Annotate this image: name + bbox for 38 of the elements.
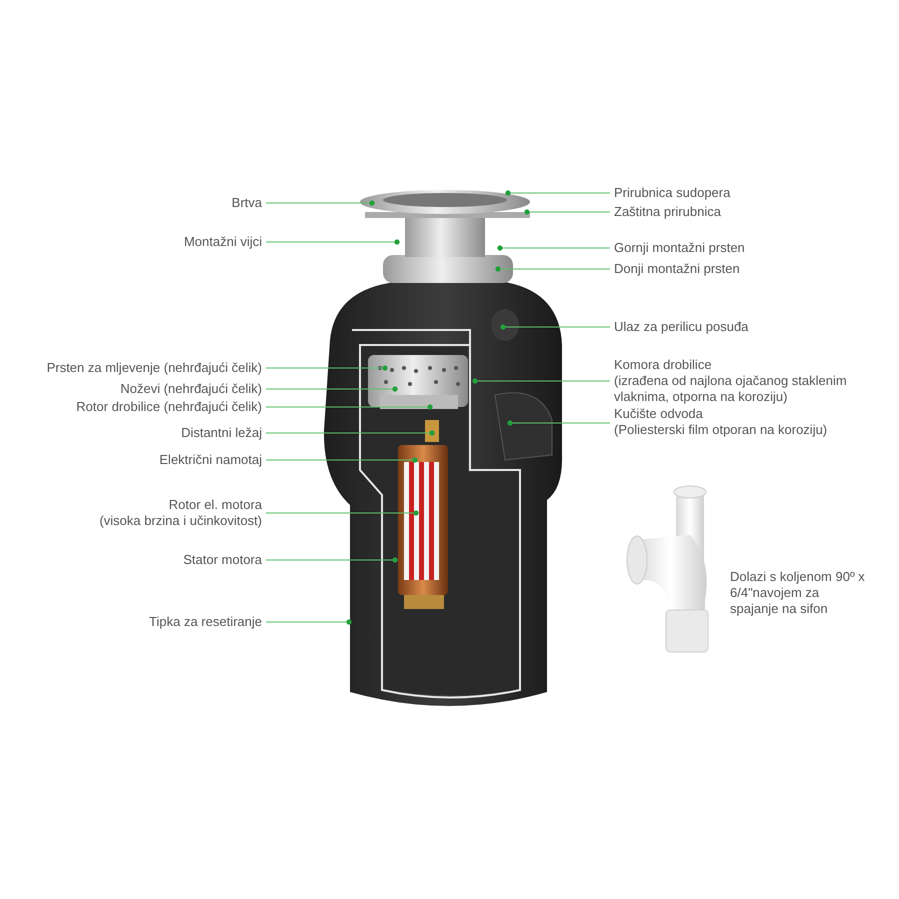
leader-line (266, 557, 398, 563)
callout-label: Tipka za resetiranje (149, 614, 262, 630)
callout-label: Gornji montažni prsten (614, 240, 745, 256)
callout-label: Prirubnica sudopera (614, 185, 730, 201)
callout-label: Rotor drobilice (nehrđajući čelik) (76, 399, 262, 415)
callout-label: Noževi (nehrđajući čelik) (120, 381, 262, 397)
callout-label: Ulaz za perilicu posuđa (614, 319, 748, 335)
leader-line (266, 404, 433, 410)
callout-label: Stator motora (183, 552, 262, 568)
callout-label: Distantni ležaj (181, 425, 262, 441)
leader-line (266, 365, 388, 371)
leader-line (495, 266, 610, 272)
callout-label: Prsten za mljevenje (nehrđajući čelik) (46, 360, 262, 376)
callout-label: Zaštitna prirubnica (614, 204, 721, 220)
callout-label: Montažni vijci (184, 234, 262, 250)
callout-description: (izrađena od najlona ojačanog staklenim vlaknima, otporna na koroziju) (614, 373, 848, 405)
leader-line (505, 190, 610, 196)
callout-label: Brtva (232, 195, 262, 211)
leader-line (524, 209, 610, 215)
leader-line (266, 619, 352, 625)
leader-line (266, 386, 398, 392)
callout-label: Kučište odvoda (614, 406, 704, 422)
leader-line (472, 378, 610, 384)
leader-line (500, 324, 610, 330)
callout-label: Donji montažni prsten (614, 261, 740, 277)
leader-line (266, 457, 418, 463)
leader-line (497, 245, 610, 251)
callout-description: (visoka brzina i učinkovitost) (99, 513, 262, 529)
leader-line (507, 420, 610, 426)
leader-line (266, 200, 375, 206)
callout-description: (Poliesterski film otporan na koroziju) (614, 422, 828, 438)
note-text: Dolazi s koljenom 90º x 6/4"navojem za spajanje na sifon (730, 569, 866, 617)
callout-label: Rotor el. motora (168, 497, 262, 513)
leader-line (266, 510, 419, 516)
callout-label: Komora drobilice (614, 357, 713, 373)
callout-label: Električni namotaj (159, 452, 262, 468)
leader-line (266, 430, 435, 436)
leader-line (266, 239, 400, 245)
